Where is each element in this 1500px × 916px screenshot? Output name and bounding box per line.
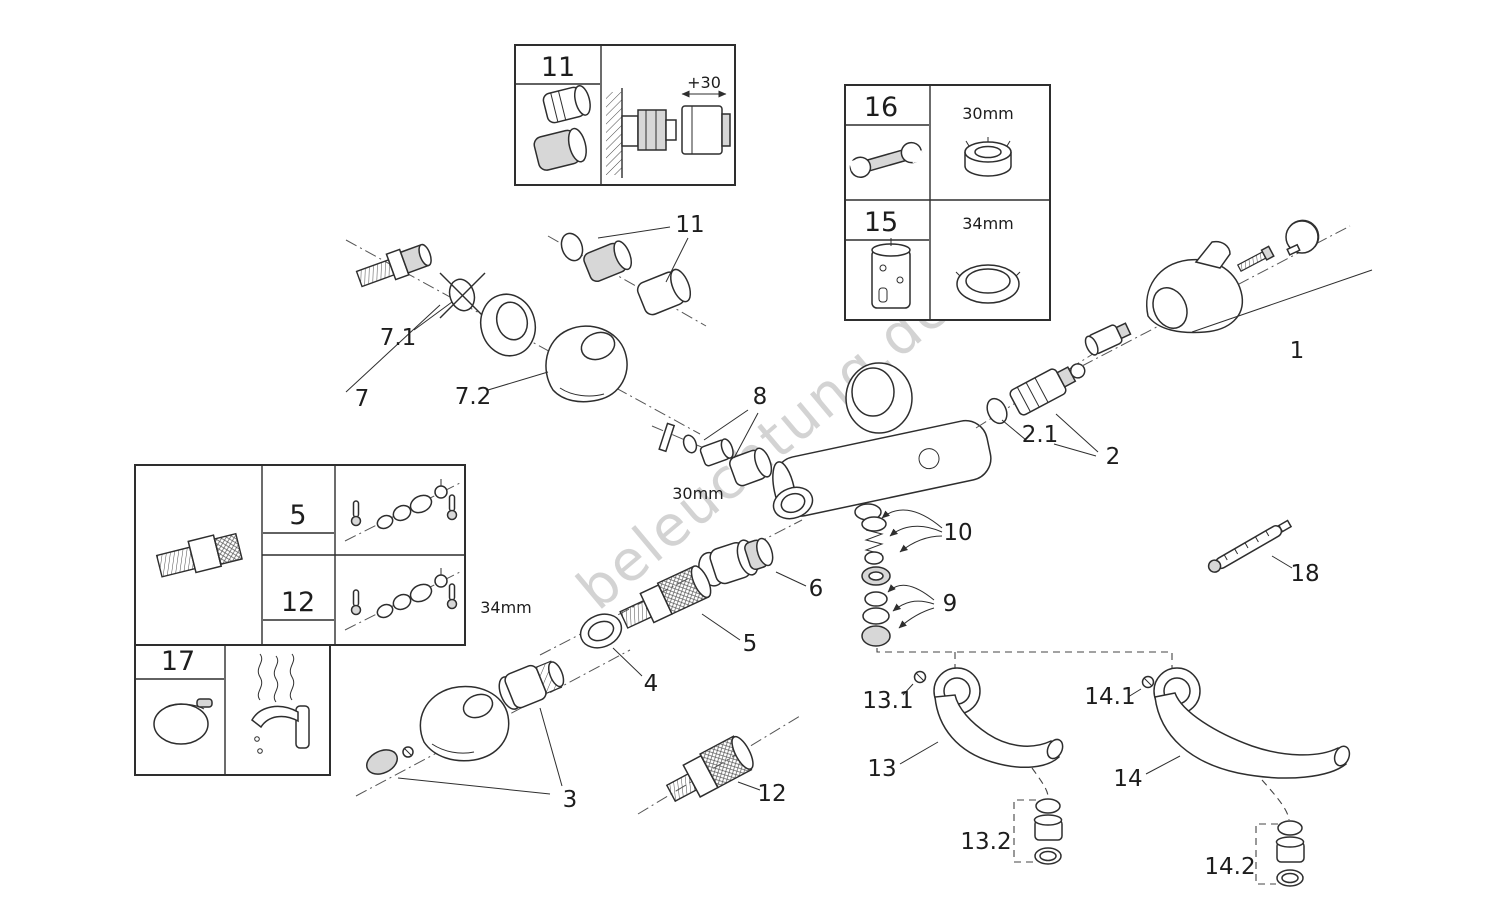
callout-14-1: 14.1 xyxy=(1084,684,1135,710)
cartridge-tool xyxy=(871,238,911,309)
part-9-group: 9 xyxy=(861,566,958,647)
part-2-group: 2.1 2 xyxy=(975,351,1121,470)
part-3-screw xyxy=(402,746,414,758)
dim-30mm-body: 30mm xyxy=(672,484,724,503)
tool-15-number: 15 xyxy=(864,207,898,238)
part-14-screw xyxy=(1141,675,1155,689)
part-8-fitting xyxy=(699,438,734,467)
extension-dimension: +30 xyxy=(687,73,721,92)
part-7-crossed-washer xyxy=(439,272,486,319)
tool-16-size: 30mm xyxy=(962,104,1014,123)
part-13-aerator-stack xyxy=(1013,767,1063,865)
concealed-fitting xyxy=(621,109,677,151)
part-14-group: 14.1 14 14.2 xyxy=(1084,667,1351,887)
inset-tools: 16 30mm 15 34mm xyxy=(844,84,1051,321)
callout-7: 7 xyxy=(355,386,370,412)
part-13-group: 13.1 13 13.2 xyxy=(862,667,1064,865)
part-4-group: 4 xyxy=(579,613,659,697)
callout-10: 10 xyxy=(943,520,972,546)
part-12-group: 12 xyxy=(637,715,801,815)
part-7-nipple xyxy=(355,243,432,288)
callout-1: 1 xyxy=(1290,338,1305,364)
part-7-cone-escutcheon xyxy=(545,325,628,403)
inset-11-number: 11 xyxy=(541,52,575,83)
mount-12-number: 12 xyxy=(281,587,315,618)
part-1-handle xyxy=(1146,240,1244,334)
part-1-cartridge xyxy=(1084,322,1132,356)
wall-section xyxy=(606,88,623,178)
part-3-cone-escutcheon xyxy=(419,685,510,762)
part-18-group: 18 xyxy=(1207,519,1320,587)
part-13-screw xyxy=(913,670,927,684)
callout-18: 18 xyxy=(1290,561,1319,587)
callout-14: 14 xyxy=(1113,766,1142,792)
inset-cap-17: 17 xyxy=(134,644,331,776)
part-8-nut xyxy=(729,447,773,487)
dim-34mm-union: 34mm xyxy=(480,598,532,617)
part-6-group: 6 xyxy=(698,537,824,602)
callout-2: 2 xyxy=(1106,444,1121,470)
cap-nut-a xyxy=(542,85,591,124)
part-11-nut-dark xyxy=(583,240,633,283)
part-1-screw xyxy=(1236,245,1275,273)
callout-13: 13 xyxy=(867,756,896,782)
part-3-group: 3 xyxy=(355,649,631,813)
part-1-cap xyxy=(1285,219,1320,256)
callout-4: 4 xyxy=(644,671,659,697)
part-10-group: 10 xyxy=(861,509,973,565)
callout-8: 8 xyxy=(753,384,768,410)
inset-mount: 5 12 xyxy=(134,464,466,646)
nut-30mm xyxy=(964,137,1012,177)
cap-nut-b xyxy=(533,127,587,171)
callout-2-1: 2.1 xyxy=(1022,422,1059,448)
ring-34mm xyxy=(955,264,1021,304)
callout-12: 12 xyxy=(757,781,786,807)
thermometer-icon xyxy=(1207,519,1293,573)
part-3-fitting xyxy=(498,660,565,710)
callout-14-2: 14.2 xyxy=(1204,854,1255,880)
callout-7-1: 7.1 xyxy=(380,325,417,351)
part-7-group: 7 7.1 7.2 xyxy=(345,239,701,435)
part-7-flange xyxy=(479,293,537,357)
mount-5-number: 5 xyxy=(289,500,306,531)
cap-17-number: 17 xyxy=(161,646,195,677)
main-body-group xyxy=(772,362,992,521)
callout-13-1: 13.1 xyxy=(862,688,913,714)
steam-faucet-icon xyxy=(251,653,310,754)
part-11-nut-light xyxy=(636,268,692,316)
callout-3: 3 xyxy=(563,787,578,813)
callout-11: 11 xyxy=(675,212,704,238)
extension-piece xyxy=(681,105,731,155)
part-14-aerator-stack xyxy=(1255,779,1305,887)
callout-13-2: 13.2 xyxy=(960,829,1011,855)
s-union-sample xyxy=(155,532,243,578)
callout-9: 9 xyxy=(943,591,958,617)
part-5-group: 5 34mm xyxy=(480,565,758,657)
part-2-cartridge xyxy=(1009,363,1086,416)
inset-detail-11: 11 +30 xyxy=(514,44,736,186)
part-1-group: 1 xyxy=(1081,219,1373,367)
tool-16-number: 16 xyxy=(864,92,898,123)
tool-15-size: 34mm xyxy=(962,214,1014,233)
part-8-group: 8 30mm xyxy=(651,384,785,503)
callout-7-2: 7.2 xyxy=(455,384,492,410)
wrench-icon xyxy=(848,141,925,178)
callout-5: 5 xyxy=(743,631,758,657)
part-8-pin xyxy=(658,422,676,453)
part-11-group: 11 xyxy=(547,212,707,327)
callout-6: 6 xyxy=(809,576,824,602)
cap-part xyxy=(153,698,213,745)
connector-dashes xyxy=(876,648,1173,676)
